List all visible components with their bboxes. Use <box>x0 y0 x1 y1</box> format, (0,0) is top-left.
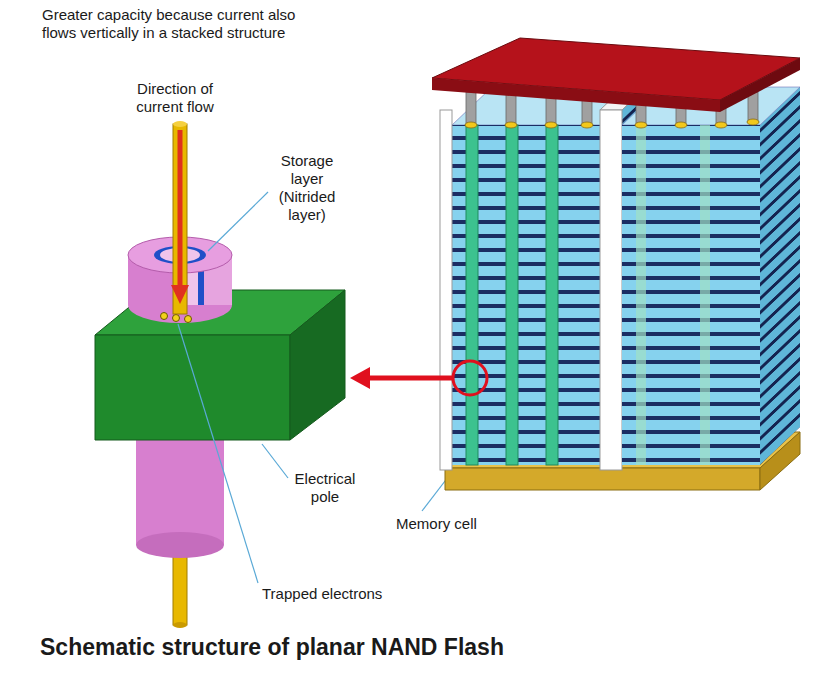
part-label: Electrical pole <box>288 470 362 506</box>
part-label: Trapped electrons <box>262 585 382 603</box>
annotation-note: Greater capacity because current also fl… <box>42 6 314 42</box>
part-label: Memory cell <box>396 515 477 533</box>
caption: Schematic structure of planar NAND Flash <box>40 634 504 662</box>
part-label: Direction of current flow <box>125 80 225 116</box>
part-label: Storage layer (Nitrided layer) <box>270 152 344 224</box>
